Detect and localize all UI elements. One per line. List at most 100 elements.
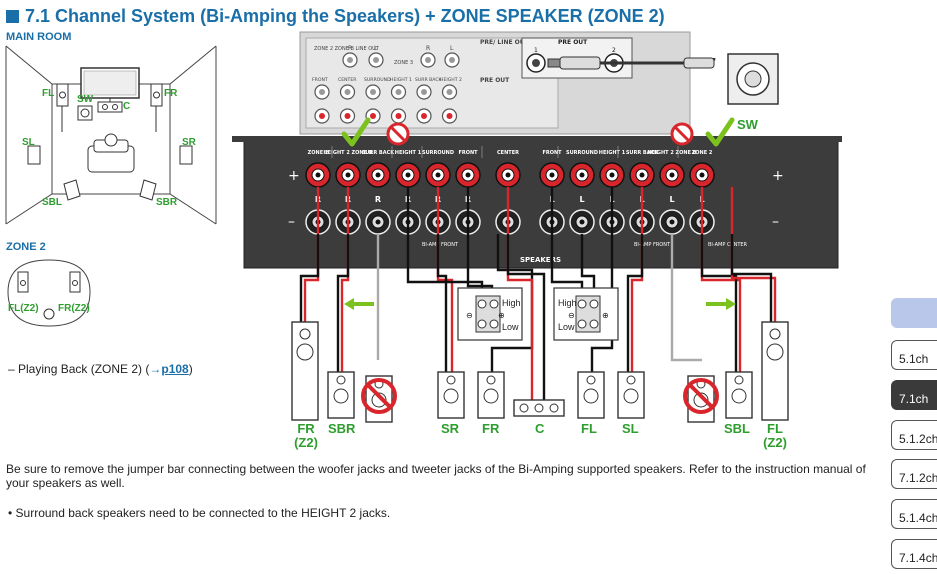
terminal-header: SURR BACK (362, 150, 395, 156)
label-fl-z2-sub: (Z2) (763, 435, 787, 450)
page-link-p108[interactable]: p108 (161, 362, 189, 376)
main-room-label-sw: SW (77, 94, 94, 105)
side-tab-7-1-4ch[interactable]: 7.1.4ch (891, 539, 937, 569)
zone2-illustration (7, 259, 91, 327)
wire-fl-z2-plus (730, 187, 777, 322)
pre-row-center: CENTER (338, 77, 357, 83)
pre-row-height2: HEIGHT 2 (440, 77, 462, 83)
check-mark-left-icon (341, 117, 371, 147)
label-fr-z2: FR(Z2) (292, 422, 320, 450)
pre-line-out-label: PRE/ LINE OUT (480, 39, 530, 46)
biamp-front-left-label: BI-AMP FRONT (422, 242, 459, 248)
main-room-heading: MAIN ROOM (6, 31, 72, 43)
terminal-header: SURROUND (566, 150, 598, 156)
zone2-fl-speaker-icon (17, 271, 29, 293)
minus-sign-right: – (772, 214, 779, 230)
room-floor (5, 193, 217, 225)
playing-back-label: – Playing Back (ZONE 2) ( (8, 362, 150, 376)
main-room-label-fr: FR (164, 88, 178, 99)
terminal-header: FRONT (458, 150, 478, 156)
speakers-panel-label: SPEAKERS (520, 256, 561, 264)
wire-fr-z2-minus (299, 234, 320, 322)
plus-sign-left: + (288, 168, 300, 184)
plus-sign-right: + (772, 168, 784, 184)
main-room-label-fl: FL (42, 88, 55, 99)
note-surround-back: • Surround back speakers need to be conn… (8, 506, 391, 520)
zone2-playing-back-text: – Playing Back (ZONE 2) (→p108) (8, 362, 193, 376)
subwoofer-label: SW (737, 117, 759, 132)
prohibit-left-icon (386, 122, 410, 146)
main-room-label-sr: SR (182, 137, 196, 148)
main-room-label-sl: SL (22, 137, 35, 148)
sr-speaker-icon (179, 145, 193, 165)
label-fr: FR (482, 421, 500, 436)
page-title-text: 7.1 Channel System (Bi-Amping the Speake… (25, 6, 665, 26)
side-tab-5-1-2ch[interactable]: 5.1.2ch (891, 420, 937, 450)
pre-zone3-label: ZONE 3 (394, 60, 413, 66)
biamp-front-right-label: BI-AMP FRONT (634, 242, 671, 248)
zone2-heading: ZONE 2 (6, 241, 46, 253)
terminal-block-right: ⊕ ⊖ High Low (553, 287, 619, 341)
terminal-header: ZONE 2 (692, 150, 713, 156)
zone2-fr-speaker-icon (69, 271, 81, 293)
pre-out-jack1-label: 1 (534, 47, 538, 54)
terminal-left-low: Low (502, 322, 519, 332)
title-square-icon (6, 10, 19, 23)
terminal-right-high: High (558, 298, 577, 308)
terminal-channel: L (579, 195, 584, 204)
terminal-header: CENTER (497, 150, 519, 156)
main-room-label-sbl: SBL (42, 197, 62, 208)
minus-sign-left: – (288, 214, 295, 230)
prohibit-speaker-icon (361, 378, 397, 414)
terminal-channel: R (375, 195, 381, 204)
fl-z2-speaker (761, 321, 789, 421)
label-fl-z2: FL(Z2) (761, 422, 789, 450)
label-sl: SL (622, 421, 639, 436)
wire-sbr-minus (336, 234, 350, 372)
wire-fl-low (590, 187, 614, 372)
wire-sl-plus (630, 187, 644, 372)
sbr-speaker-icon (139, 179, 157, 201)
label-fl: FL (581, 421, 597, 436)
page-title: 7.1 Channel System (Bi-Amping the Speake… (6, 6, 665, 27)
label-sbr: SBR (328, 421, 356, 436)
rca-cable-plug (559, 56, 601, 70)
label-fr-z2-main: FR (297, 421, 315, 436)
svg-text:⊕: ⊕ (602, 311, 609, 320)
terminal-header: SURR BACK (626, 150, 659, 156)
terminal-header: SURROUND (422, 150, 454, 156)
side-tab-5-1ch[interactable]: 5.1ch (891, 340, 937, 370)
listener-icon (104, 133, 118, 147)
pre-row-surround: SURROUND (364, 77, 391, 83)
terminal-right-low: Low (558, 322, 575, 332)
pre-out-jack2-label: 2 (612, 47, 616, 54)
zone2-label-fl: FL(Z2) (8, 303, 39, 314)
wire-sl-minus (626, 234, 644, 372)
arrow-icon: → (149, 362, 162, 376)
terminal-header: FRONT (542, 150, 562, 156)
wire-sbl-minus (700, 234, 738, 372)
sl-speaker-icon (27, 145, 41, 165)
prohibit-right-icon (670, 122, 694, 146)
wire-c-plus (506, 187, 534, 400)
zone2-listener-icon (43, 308, 55, 320)
pre-ch-l-2: L (450, 45, 454, 52)
side-tab-blank (891, 298, 937, 328)
side-tab-5-1-4ch[interactable]: 5.1.4ch (891, 499, 937, 529)
pre-out-title: PRE OUT (558, 39, 588, 46)
pre-zone2-label: ZONE 2 ZONE B LINE OUT (314, 46, 380, 52)
terminal-left-high: High (502, 298, 521, 308)
side-tab-7-1-2ch[interactable]: 7.1.2ch (891, 459, 937, 489)
main-room-label-c: C (123, 101, 131, 112)
fr-speaker-icon (150, 83, 163, 107)
fl-speaker-icon (56, 83, 69, 107)
label-sbl: SBL (724, 421, 750, 436)
svg-text:⊕: ⊕ (498, 311, 505, 320)
terminal-header: HEIGHT 1 (395, 150, 422, 156)
label-sr: SR (441, 421, 460, 436)
side-tab-7-1ch[interactable]: 7.1ch (891, 380, 937, 410)
note-biamp-jumper: Be sure to remove the jumper bar connect… (6, 462, 866, 490)
wire-sbl-plus (700, 187, 742, 372)
zone2-label-fr: FR(Z2) (58, 303, 90, 314)
wire-fl-high2 (580, 234, 596, 296)
